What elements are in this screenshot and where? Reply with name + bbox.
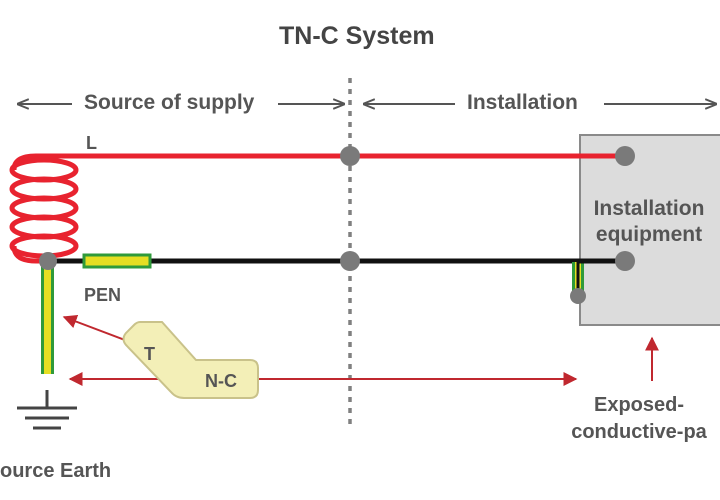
diagram-title: TN-C System — [279, 22, 435, 50]
pen-green-yellow-sleeve — [82, 253, 152, 269]
pen-boundary-node — [340, 251, 360, 271]
tag-nc-label: N-C — [205, 371, 237, 391]
line-terminal-node — [615, 146, 635, 166]
exposed-label-line1: Exposed- — [593, 394, 685, 416]
coil-bottom-lead — [11, 245, 48, 264]
source-of-supply-label: Source of supply — [78, 91, 261, 115]
transformer-coil — [9, 157, 79, 259]
earth-pointer-arrow — [62, 314, 131, 343]
line-label: L — [86, 133, 97, 153]
system-type-tag — [122, 321, 259, 399]
tag-t-label: T — [144, 344, 155, 364]
pen-label: PEN — [84, 285, 122, 305]
installation-label: Installation — [461, 91, 584, 115]
exposed-label-line2: conductive-pa — [571, 421, 707, 443]
source-earth-label: ource Earth — [0, 460, 112, 482]
equipment-earth-wire — [576, 260, 625, 296]
equipment-label: Installation equipment — [586, 196, 712, 248]
equipment-earth-node — [570, 288, 586, 304]
exposed-conductive-part-label: Exposed- conductive-pa — [560, 392, 718, 446]
source-earth-conductor — [41, 262, 54, 374]
equipment-label-line1: Installation — [593, 197, 705, 220]
coil-top-lead — [11, 153, 60, 171]
equipment-label-line2: equipment — [595, 223, 703, 246]
source-star-node — [39, 252, 57, 270]
installation-equipment-box — [579, 134, 720, 326]
line-boundary-node — [340, 146, 360, 166]
earth-ground-icon — [17, 390, 77, 430]
pen-terminal-node — [615, 251, 635, 271]
